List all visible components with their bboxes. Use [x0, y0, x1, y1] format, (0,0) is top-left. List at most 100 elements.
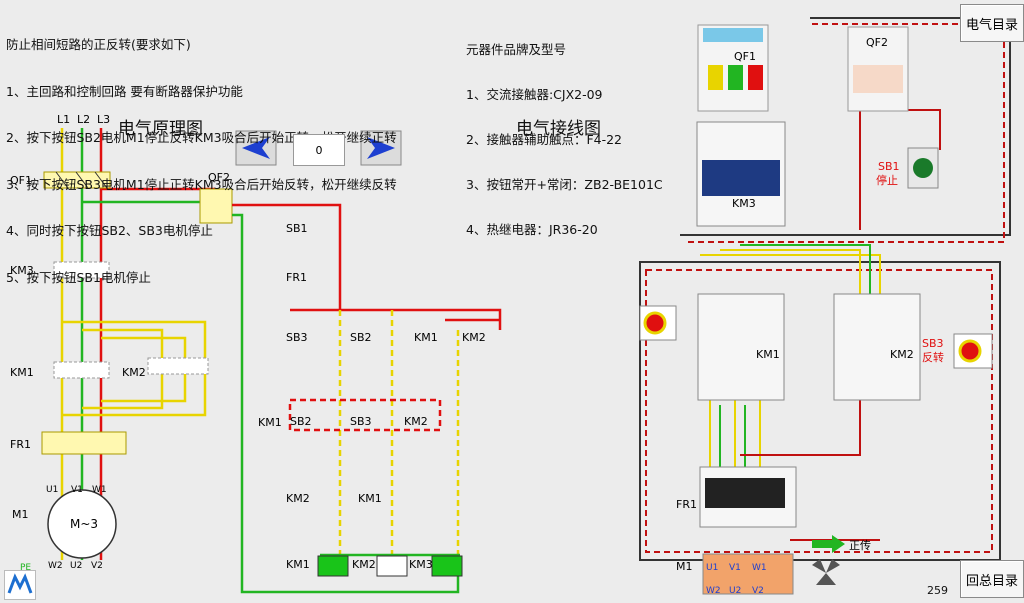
wiring-label-forward: 正传 [849, 539, 871, 552]
terminal-pe: PE [20, 563, 31, 573]
label-km2-coil: KM2 [352, 558, 376, 571]
label-km2: KM2 [122, 366, 146, 379]
page-number: 259 [927, 584, 948, 597]
terminal-u2: U2 [70, 561, 82, 571]
label-km1: KM1 [10, 366, 34, 379]
fan-icon [812, 559, 840, 585]
wiring-label-km2: KM2 [890, 348, 914, 361]
requirement-item: 5、按下按钮SB1电机停止 [6, 269, 151, 285]
coil-km3 [431, 555, 463, 577]
terminal-w1: W1 [92, 485, 107, 495]
control-circuit-wires [232, 203, 502, 594]
left-arrow-icon [242, 137, 270, 159]
wiring-terminal-w1: W1 [752, 563, 767, 573]
label-km2-hold: KM2 [462, 331, 486, 344]
motor-m1: M~3 M1 U1 V1 W1 U2 V2 W2 PE [12, 485, 117, 573]
label-km1-coil: KM1 [286, 558, 310, 571]
label-sb3: SB3 [286, 331, 308, 344]
sb2-forward-button[interactable] [639, 305, 677, 341]
wiring-label-km3: KM3 [732, 197, 756, 210]
wiring-label-qf1: QF1 [734, 50, 756, 63]
motor-terminal-box: M1 U1 V1 W1 W2 U2 V2 [676, 553, 794, 596]
spec-item: 4、热继电器：JR36-20 [466, 222, 598, 237]
wiring-terminal-v2: V2 [752, 586, 764, 596]
forward-arrow-icon [812, 535, 845, 553]
qf2-device: QF2 [847, 26, 909, 112]
km3-contactor: KM3 [696, 121, 786, 227]
schematic-diagram: L1 L2 L3 QF1 KM3 KM [10, 113, 502, 594]
electrical-catalog-button[interactable]: 电气目录 [960, 4, 1024, 42]
label-fr1: FR1 [10, 438, 31, 451]
fr1-thermal-relay: FR1 [10, 431, 127, 455]
wiring-label-m1: M1 [676, 560, 693, 573]
wiring-label-fr1: FR1 [676, 498, 697, 511]
app-logo [4, 570, 36, 600]
logo-icon [7, 573, 33, 594]
specs-block: 元器件品牌及型号 1、交流接触器:CJX2-09 2、接触器辅助触点：F4-22… [466, 12, 663, 252]
label-sb2-lower: SB2 [290, 415, 312, 428]
wiring-label-sb3: SB3 [922, 337, 944, 350]
wiring-label-sb1: SB1 [878, 160, 900, 173]
terminal-u1: U1 [46, 485, 58, 495]
requirements-block: 防止相间短路的正反转(要求如下) 1、主回路和控制回路 要有断路器保护功能 2、… [6, 6, 397, 301]
label-km2-aux: KM2 [404, 415, 428, 428]
wiring-terminal-u2: U2 [729, 586, 741, 596]
km1-contactor: KM1 [697, 293, 785, 401]
label-qf2: QF2 [208, 171, 230, 184]
label-sb3-lower: SB3 [350, 415, 372, 428]
schematic-heading: 电气原理图 [118, 119, 203, 139]
wiring-bundles [639, 17, 1011, 561]
control-labels: SB1 FR1 SB3 SB2 KM1 KM2 KM1 SB2 SB3 KM2 … [258, 222, 486, 571]
spec-item: 1、交流接触器:CJX2-09 [466, 87, 603, 102]
terminal-v2: V2 [91, 561, 103, 571]
specs-title: 元器件品牌及型号 [466, 42, 567, 57]
km1-main-contacts: KM1 [10, 361, 110, 379]
wiring-label-qf2: QF2 [866, 36, 888, 49]
qf1-device: QF1 [697, 24, 769, 112]
return-catalog-button[interactable]: 回总目录 [960, 560, 1024, 598]
coil-km2 [376, 555, 408, 577]
label-km1-hold: KM1 [414, 331, 438, 344]
label-qf1: QF1 [10, 174, 32, 187]
prev-page-button[interactable] [235, 130, 277, 166]
qf2-breaker: QF2 [199, 171, 233, 224]
page-value-field[interactable]: 0 [293, 134, 345, 166]
phase-label-l3: L3 [97, 113, 110, 126]
requirement-item: 4、同时按下按钮SB2、SB3电机停止 [6, 223, 213, 238]
wiring-terminal-w2: W2 [706, 586, 721, 596]
next-page-button[interactable] [360, 130, 402, 166]
wiring-diagram: QF1 QF2 KM3 KM1 KM2 FR1 [639, 17, 1011, 596]
motor-symbol: M~3 [70, 517, 98, 531]
wiring-heading: 电气接线图 [516, 119, 601, 139]
wiring-terminal-u1: U1 [706, 563, 718, 573]
terminal-v1: V1 [71, 485, 83, 495]
fr1-relay: FR1 [676, 466, 797, 528]
requirements-title: 防止相间短路的正反转(要求如下) [6, 37, 191, 52]
terminal-w2: W2 [48, 561, 63, 571]
phase-label-l1: L1 [57, 113, 70, 126]
label-km3: KM3 [10, 264, 34, 277]
wiring-label-reverse: 反转 [922, 350, 944, 364]
wiring-label-km1: KM1 [756, 348, 780, 361]
label-sb1: SB1 [286, 222, 308, 235]
coils [317, 555, 463, 577]
label-m1: M1 [12, 508, 29, 521]
label-km1-interlock: KM1 [358, 492, 382, 505]
sb3-reverse-button: SB3 反转 [922, 333, 993, 369]
forward-indicator: 正传 [812, 535, 871, 553]
km2-contactor: KM2 [833, 293, 921, 401]
coil-km1 [317, 555, 349, 577]
spec-item: 3、按钮常开+常闭：ZB2-BE101C [466, 177, 663, 192]
km3-main-contacts: KM3 [10, 261, 110, 279]
spec-item: 2、接触器辅助触点：F4-22 [466, 132, 623, 147]
requirement-item: 1、主回路和控制回路 要有断路器保护功能 [6, 83, 243, 99]
label-sb2: SB2 [350, 331, 372, 344]
wiring-label-stop: 停止 [876, 173, 898, 187]
label-km3-coil: KM3 [409, 558, 433, 571]
wiring-terminal-v1: V1 [729, 563, 741, 573]
km2-main-contacts: KM2 [122, 357, 209, 379]
phase-label-l2: L2 [77, 113, 90, 126]
qf1-breaker: QF1 [10, 171, 111, 189]
requirement-item: 3、按下按钮SB3电机M1停止正转KM3吸合后开始反转，松开继续反转 [6, 176, 397, 192]
